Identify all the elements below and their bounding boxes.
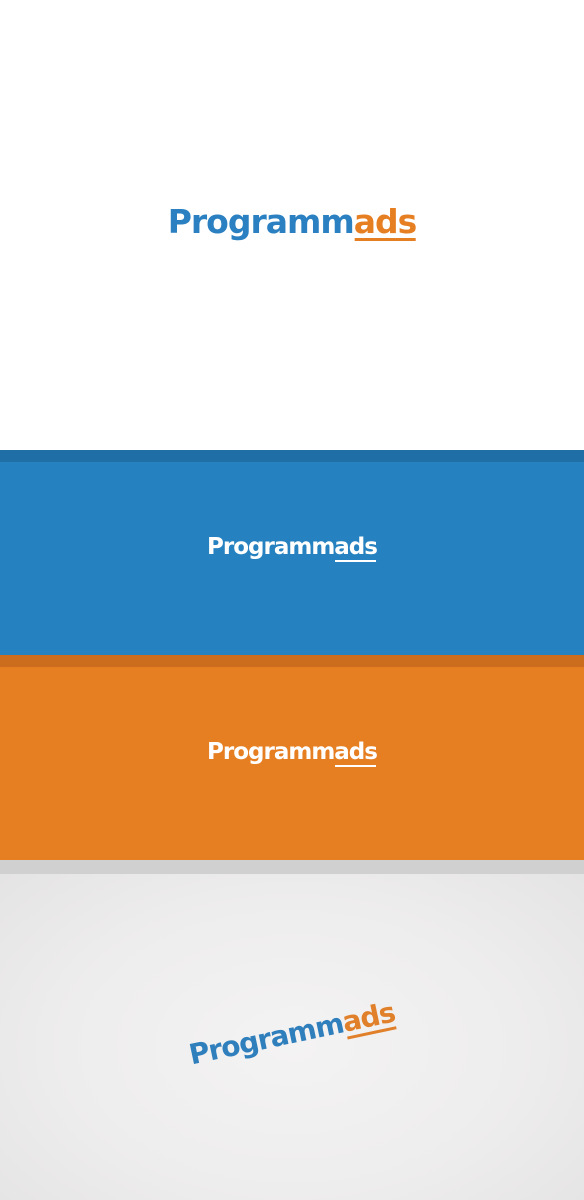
logo-underline [335,560,376,562]
logo-panel-orange [0,655,584,860]
logo-word-programm: Programm [207,739,335,765]
logo-on-blue: Programmads [207,534,378,562]
logo-on-white: Programmads [167,202,417,241]
logo-underline [335,765,376,767]
logo-word-ads: ads [334,534,378,562]
panel-band-orange [0,655,584,667]
logo-word-ads: ads [334,739,378,767]
logo-underline [354,238,416,241]
logo-word-programm: Programm [207,534,335,560]
logo-panel-paper [0,860,584,1200]
panel-band-paper [0,860,584,874]
logo-on-orange: Programmads [207,739,378,767]
logo-word-programm: Programm [167,202,355,241]
logo-word-ads: ads [353,202,417,241]
logo-panel-blue [0,450,584,655]
logo-panel-white [0,0,584,450]
panel-band-blue [0,450,584,462]
